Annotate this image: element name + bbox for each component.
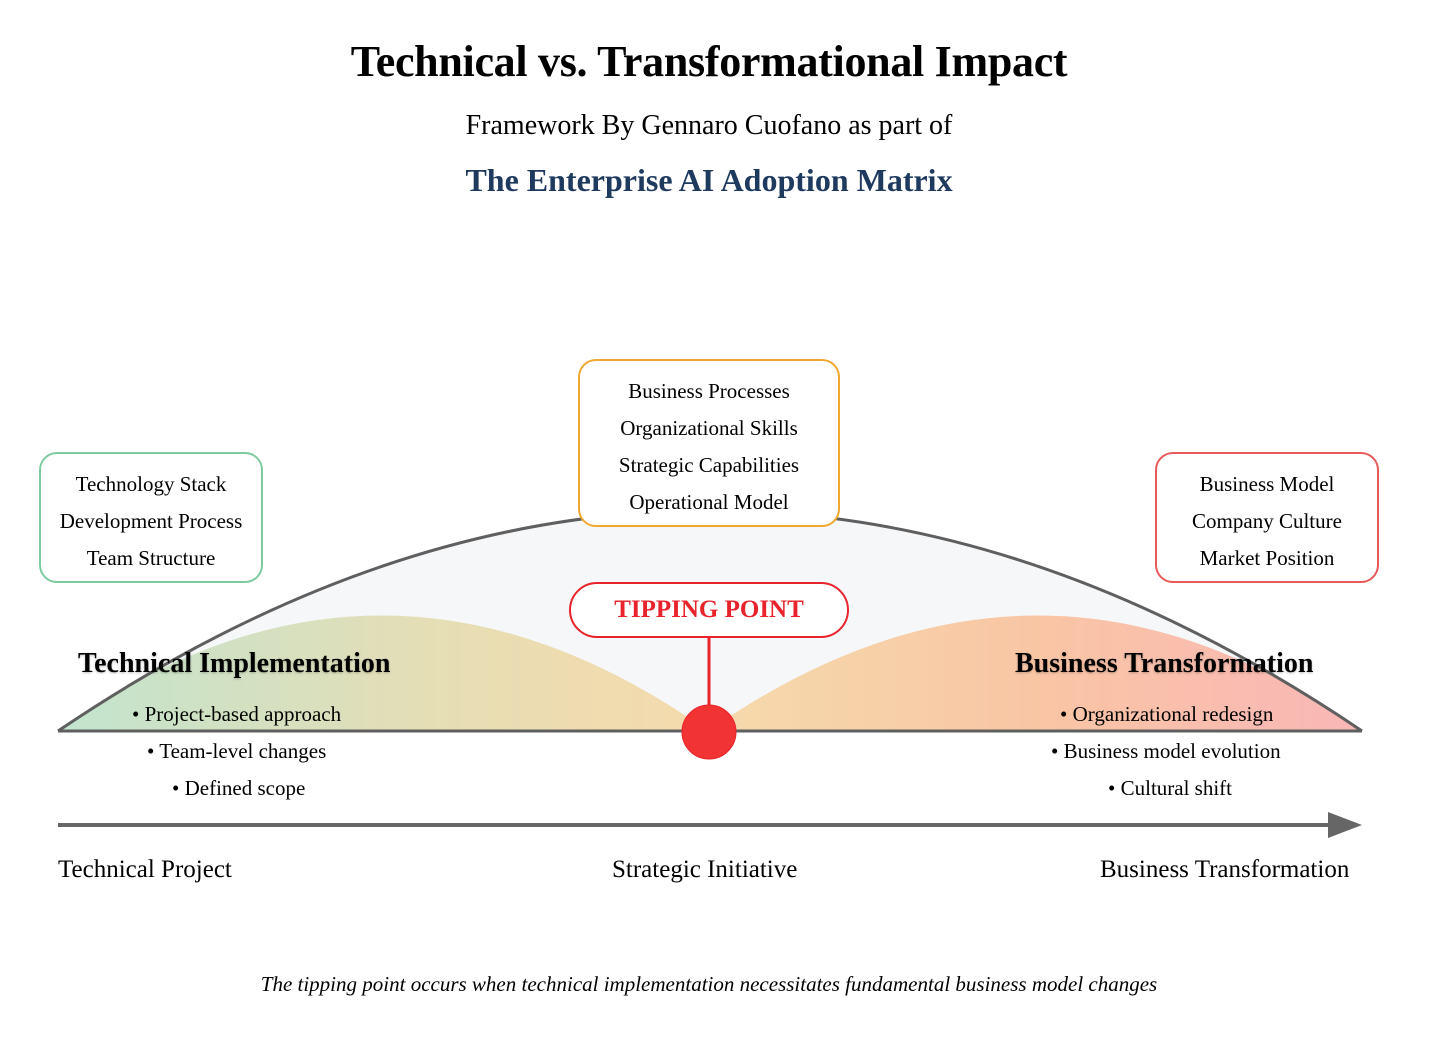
bullet-item: • Project-based approach — [132, 702, 342, 726]
arrow-head-icon — [1328, 812, 1362, 838]
axis-label-business-transformation: Business Transformation — [1100, 856, 1350, 883]
technical-implementation-title: Technical Implementation — [78, 648, 391, 679]
box-item: Operational Model — [629, 490, 789, 514]
box-item: Market Position — [1199, 546, 1335, 570]
business-transformation-title: Business Transformation — [1015, 648, 1314, 679]
tipping-point-marker — [681, 704, 737, 760]
box-item: Business Processes — [628, 379, 790, 403]
box-item: Company Culture — [1192, 509, 1342, 533]
footer-note: The tipping point occurs when technical … — [260, 972, 1158, 996]
strategic-factors-box: Business Processes Organizational Skills… — [578, 359, 840, 527]
box-item: Team Structure — [86, 546, 216, 570]
box-item: Business Model — [1199, 472, 1335, 496]
transformation-factors-box: Business Model Company Culture Market Po… — [1155, 452, 1379, 583]
box-item: Strategic Capabilities — [618, 453, 800, 477]
technical-zone — [58, 615, 708, 731]
technical-factors-box: Technology Stack Development Process Tea… — [39, 452, 263, 583]
box-item: Organizational Skills — [620, 416, 798, 440]
bullet-item: • Business model evolution — [1051, 739, 1281, 763]
framework-name: The Enterprise AI Adoption Matrix — [465, 162, 953, 198]
bullet-item: • Defined scope — [172, 776, 306, 800]
transformation-zone — [708, 615, 1362, 731]
tipping-point-label: TIPPING POINT — [569, 582, 849, 638]
page-title: Technical vs. Transformational Impact — [350, 37, 1068, 86]
bullet-item: • Cultural shift — [1108, 776, 1233, 800]
box-item: Development Process — [59, 509, 243, 533]
bullet-item: • Team-level changes — [147, 739, 327, 763]
box-item: Technology Stack — [75, 472, 227, 496]
bullet-item: • Organizational redesign — [1060, 702, 1274, 726]
page-subtitle: Framework By Gennaro Cuofano as part of — [465, 110, 953, 141]
axis-label-strategic-initiative: Strategic Initiative — [612, 856, 798, 883]
axis-label-technical-project: Technical Project — [58, 856, 232, 883]
